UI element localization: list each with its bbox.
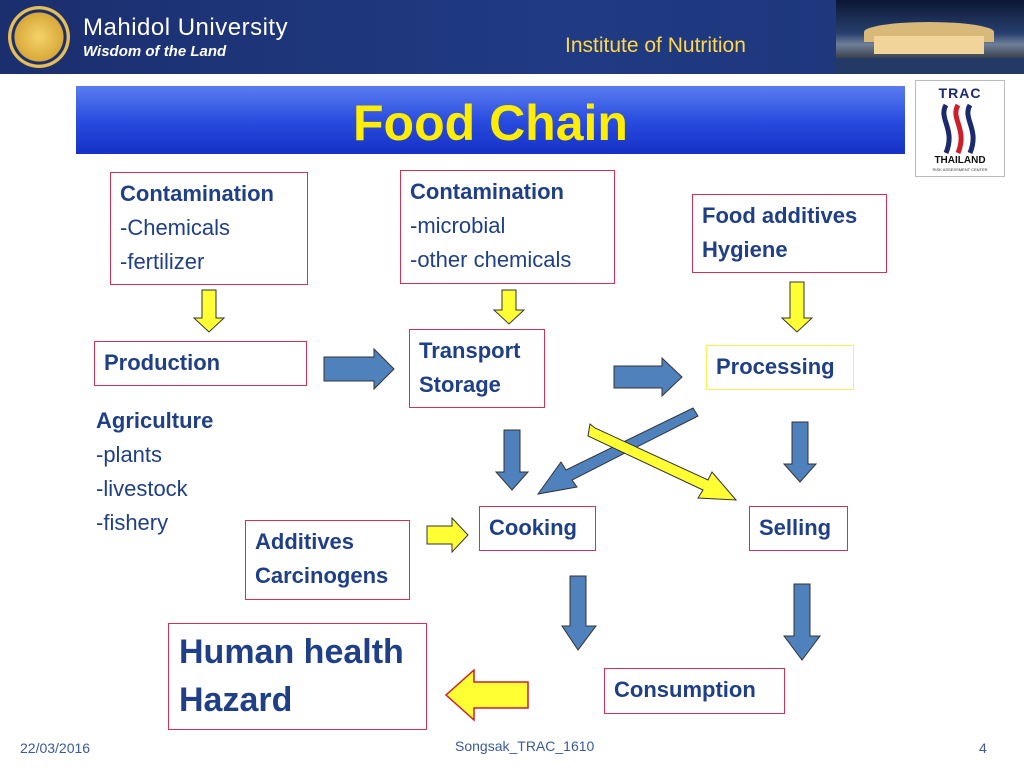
blue-arrow-transport-to-cooking [494, 429, 530, 491]
yellow-arrow-additives-to-cooking [426, 516, 469, 554]
agriculture-item: -plants [96, 442, 163, 467]
institute-name: Institute of Nutrition [565, 34, 746, 57]
trac-swoosh-icon [941, 103, 976, 154]
university-name: Mahidol University [83, 14, 289, 41]
cooking-label: Cooking [489, 515, 577, 540]
blue-arrow-production-to-transport [323, 347, 395, 391]
footer-author: Songsak_TRAC_1610 [455, 738, 595, 754]
yellow-arrow-food-additives [780, 281, 814, 333]
trac-logo-subtitle: RISK ASSESSMENT CENTER [932, 167, 988, 172]
box-contamination-chemicals: Contamination -Chemicals -fertilizer [110, 172, 308, 285]
agriculture-title: Agriculture [96, 408, 214, 433]
building-hall-shape [874, 36, 984, 54]
box-contamination-microbial: Contamination -microbial -other chemical… [400, 170, 615, 284]
yellow-arrow-processing-to-selling [587, 423, 738, 501]
box-food-additives: Food additives Hygiene [692, 194, 887, 273]
box-transport-storage: Transport Storage [409, 329, 545, 408]
campus-photo [836, 0, 1024, 74]
contamination-chemicals-title: Contamination [120, 181, 274, 206]
production-label: Production [104, 350, 221, 375]
box-additives-carcinogens: Additives Carcinogens [245, 520, 410, 600]
box-processing: Processing [706, 345, 854, 390]
additives-line2: Carcinogens [255, 563, 389, 588]
trac-logo-country: THAILAND [934, 155, 986, 166]
transport-line2: Storage [419, 372, 501, 397]
agriculture-item: -fishery [96, 510, 169, 535]
blue-arrow-transport-to-processing [613, 356, 683, 398]
box-consumption: Consumption [604, 668, 785, 714]
yellow-arrow-contamination-chemicals [192, 289, 226, 333]
slide-title: Food Chain [353, 95, 628, 151]
box-selling: Selling [749, 506, 848, 551]
contamination-microbial-title: Contamination [410, 179, 564, 204]
box-human-health-hazard: Human health Hazard [168, 623, 427, 730]
selling-label: Selling [759, 515, 832, 540]
contamination-microbial-line1: -microbial [410, 213, 506, 238]
header-banner: Mahidol University Wisdom of the Land In… [0, 0, 1024, 74]
hazard-line2: Hazard [179, 681, 293, 719]
trac-logo-name: TRAC [938, 85, 982, 101]
blue-arrow-processing-to-selling [782, 421, 818, 483]
additives-line1: Additives [255, 529, 355, 554]
agriculture-list: Agriculture -plants -livestock -fishery [96, 404, 213, 540]
consumption-label: Consumption [614, 677, 756, 702]
contamination-chemicals-line2: -fertilizer [120, 249, 205, 274]
yellow-arrow-contamination-microbial [492, 289, 526, 325]
blue-arrow-processing-to-cooking [536, 407, 699, 495]
blue-arrow-cooking-to-hazard [561, 575, 597, 651]
contamination-microbial-line2: -other chemicals [410, 247, 572, 272]
food-additives-line1: Food additives [702, 203, 858, 228]
title-bar: Food Chain [76, 86, 905, 154]
university-seal-icon [8, 6, 70, 68]
food-additives-line2: Hygiene [702, 237, 788, 262]
blue-arrow-selling-to-consumption [783, 583, 821, 661]
transport-line1: Transport [419, 338, 521, 363]
agriculture-item: -livestock [96, 476, 188, 501]
footer-page-number: 4 [979, 740, 987, 756]
contamination-chemicals-line1: -Chemicals [120, 215, 231, 240]
water-reflection-shape [836, 58, 1024, 74]
processing-label: Processing [716, 354, 835, 379]
footer-date: 22/03/2016 [20, 740, 91, 756]
box-cooking: Cooking [479, 506, 596, 551]
yellow-arrow-to-hazard [444, 668, 529, 722]
hazard-line1: Human health [179, 633, 404, 671]
university-tagline: Wisdom of the Land [83, 43, 227, 60]
trac-logo: TRAC THAILAND RISK ASSESSMENT CENTER [915, 80, 1005, 177]
box-production: Production [94, 341, 307, 386]
